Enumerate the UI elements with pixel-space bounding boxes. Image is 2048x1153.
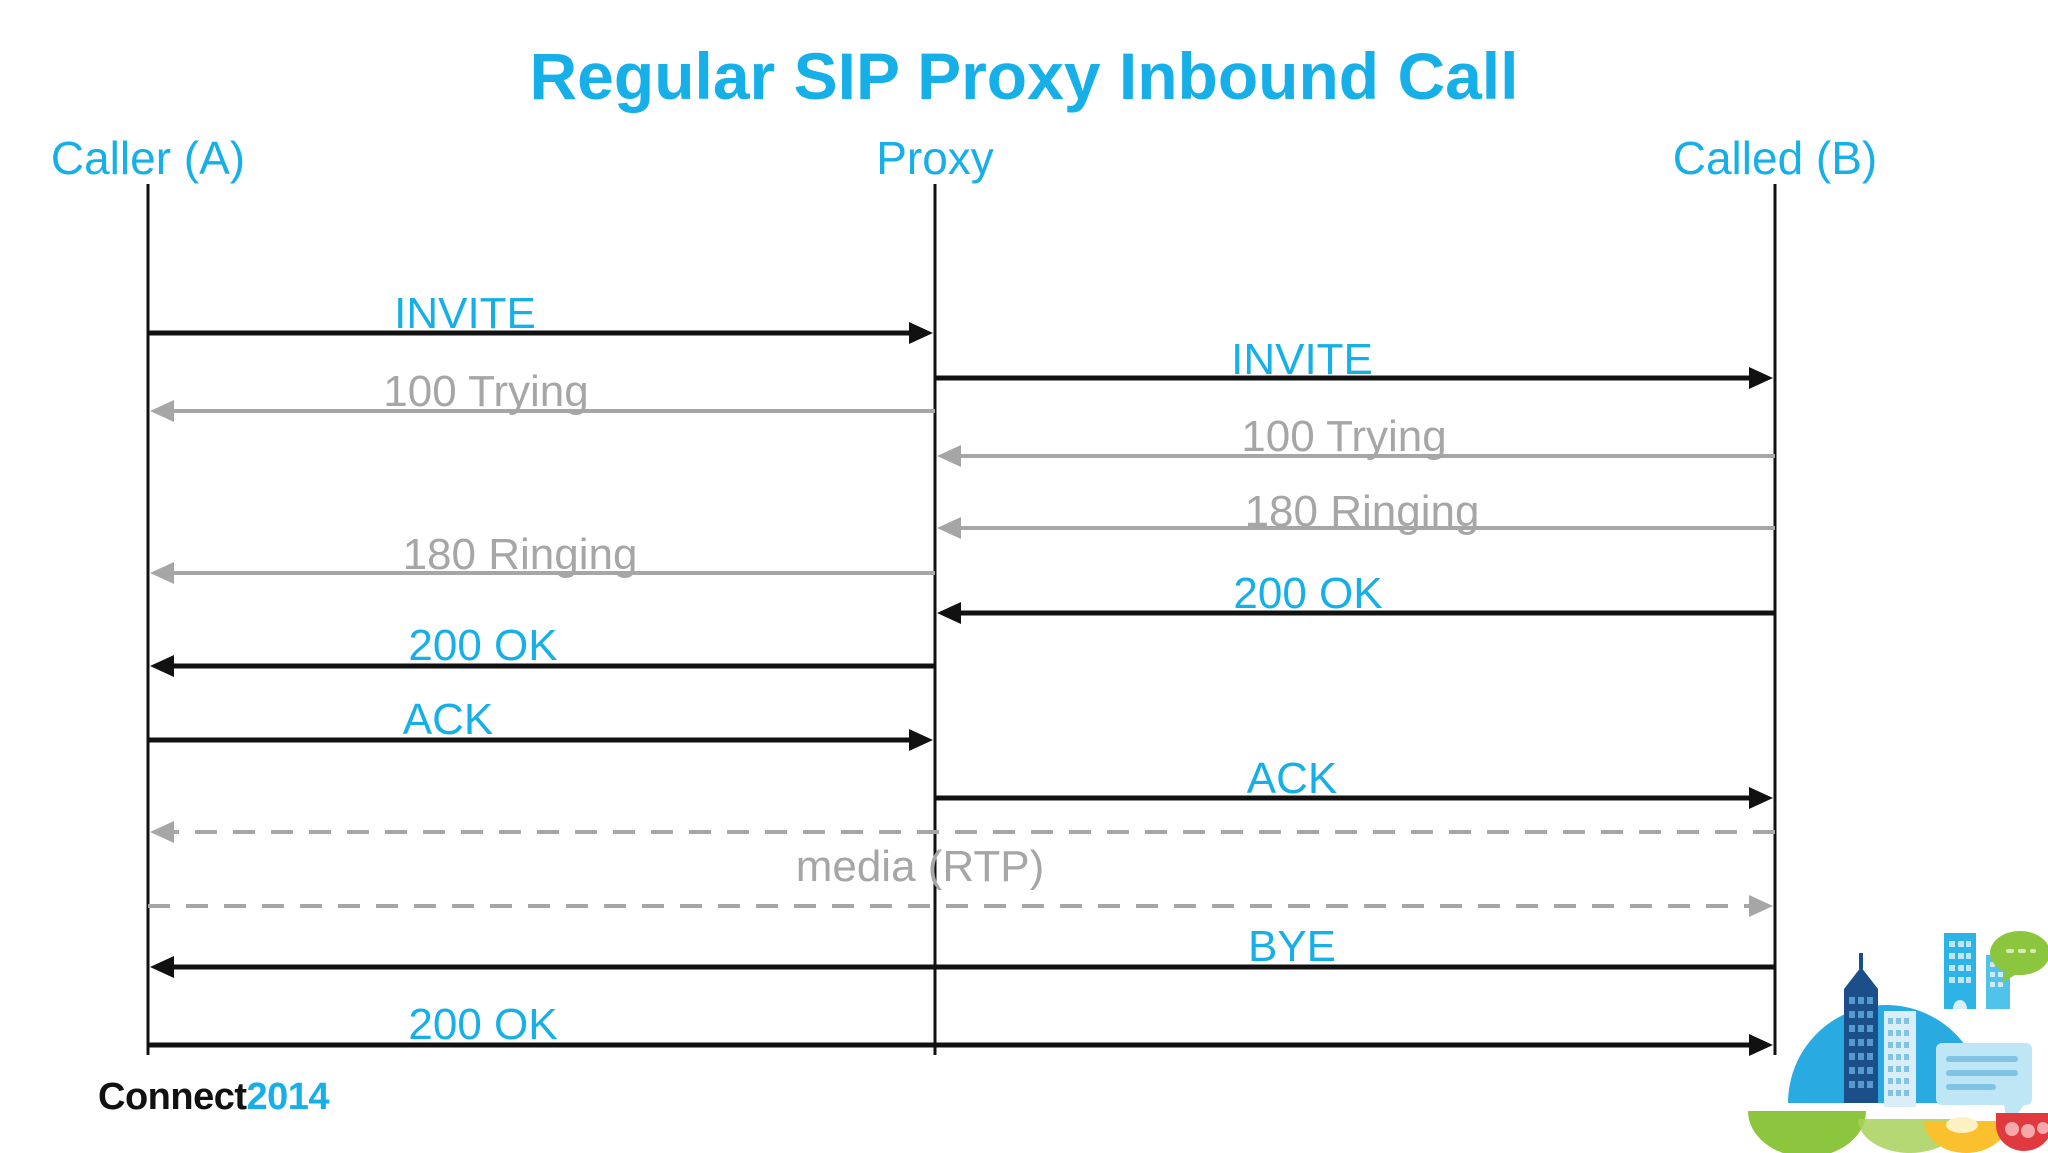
message-arrowhead-6 xyxy=(937,602,961,624)
message-label-8: ACK xyxy=(402,695,494,744)
message-label-5: 180 Ringing xyxy=(402,530,638,579)
message-arrowhead-8 xyxy=(909,729,933,751)
message-label-0: INVITE xyxy=(394,289,536,338)
message-label-1: INVITE xyxy=(1231,335,1373,384)
message-arrowhead-1 xyxy=(1749,367,1773,389)
message-arrowhead-0 xyxy=(909,322,933,344)
actor-label-caller: Caller (A) xyxy=(50,132,246,184)
page-title: Regular SIP Proxy Inbound Call xyxy=(529,39,1519,113)
message-arrowhead-12 xyxy=(150,956,174,978)
message-label-6: 200 OK xyxy=(1233,569,1383,618)
actor-label-proxy: Proxy xyxy=(876,132,994,184)
message-arrowhead-5 xyxy=(150,562,174,584)
message-arrowhead-2 xyxy=(150,400,174,422)
cityscape-artwork-icon xyxy=(1748,931,2048,1153)
message-label-12: BYE xyxy=(1247,922,1337,971)
message-arrowhead-9 xyxy=(1749,787,1773,809)
message-label-11: media (RTP) xyxy=(795,842,1045,891)
logo-primary-text: Connect xyxy=(98,1076,247,1118)
message-arrowhead-11 xyxy=(1749,895,1773,917)
message-arrowhead-7 xyxy=(150,655,174,677)
message-arrowhead-10 xyxy=(150,821,174,843)
message-arrowhead-3 xyxy=(937,445,961,467)
message-label-2: 100 Trying xyxy=(383,367,589,416)
message-label-13: 200 OK xyxy=(408,1000,558,1049)
logo-year-text: 2014 xyxy=(246,1076,330,1118)
connect-logo: Connect2014 xyxy=(98,1076,330,1118)
message-label-7: 200 OK xyxy=(408,621,558,670)
message-label-9: ACK xyxy=(1246,754,1338,803)
message-label-4: 180 Ringing xyxy=(1244,487,1480,536)
message-arrowhead-13 xyxy=(1749,1034,1773,1056)
actor-label-called: Called (B) xyxy=(1672,132,1878,184)
message-label-3: 100 Trying xyxy=(1241,412,1447,461)
message-arrowhead-4 xyxy=(937,517,961,539)
